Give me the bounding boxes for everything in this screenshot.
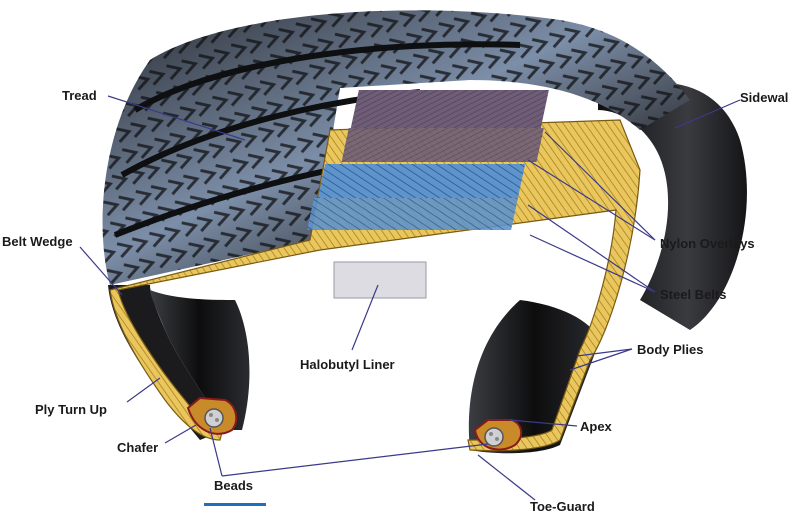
leader-nylon-2 [527,159,656,241]
label-body-plies: Body Plies [637,342,704,357]
leader-steel-2 [529,234,656,293]
label-tread: Tread [62,88,97,103]
sidewall-shape [598,82,747,330]
label-nylon-overlays: Nylon Overlays [660,236,755,251]
leader-sidewall [674,99,741,129]
label-beads: Beads [214,478,254,493]
leader-liner [351,284,379,351]
leader-apex [509,419,578,427]
bead-right [484,427,504,447]
leader-beads-2 [221,443,489,477]
label-sidewall: Sidewal [740,90,789,105]
bead-left [204,408,224,428]
leader-body-plies-1 [576,348,633,357]
leader-toe-guard [477,454,536,501]
steel-belts-shape [317,164,526,198]
leader-nylon-1 [544,131,656,241]
label-steel-belts: Steel Belts [660,287,727,302]
beads-underline [204,503,266,506]
leader-body-plies-2 [569,348,633,371]
nylon-overlays-shape [350,90,549,128]
leader-beads-1 [209,427,223,477]
label-toe-guard: Toe-Guard [530,499,595,514]
label-halobutyl-liner: Halobutyl Liner [300,357,395,372]
label-apex: Apex [580,419,612,434]
halobutyl-liner-shape [333,261,427,299]
label-ply-turn-up: Ply Turn Up [35,402,107,417]
label-chafer: Chafer [117,440,159,455]
leader-ply-turn-up [126,377,161,403]
label-belt-wedge: Belt Wedge [2,234,73,249]
leader-tread [107,95,246,141]
leader-belt-wedge [79,246,123,296]
leader-steel-1 [527,204,656,293]
leader-chafer [164,424,197,444]
